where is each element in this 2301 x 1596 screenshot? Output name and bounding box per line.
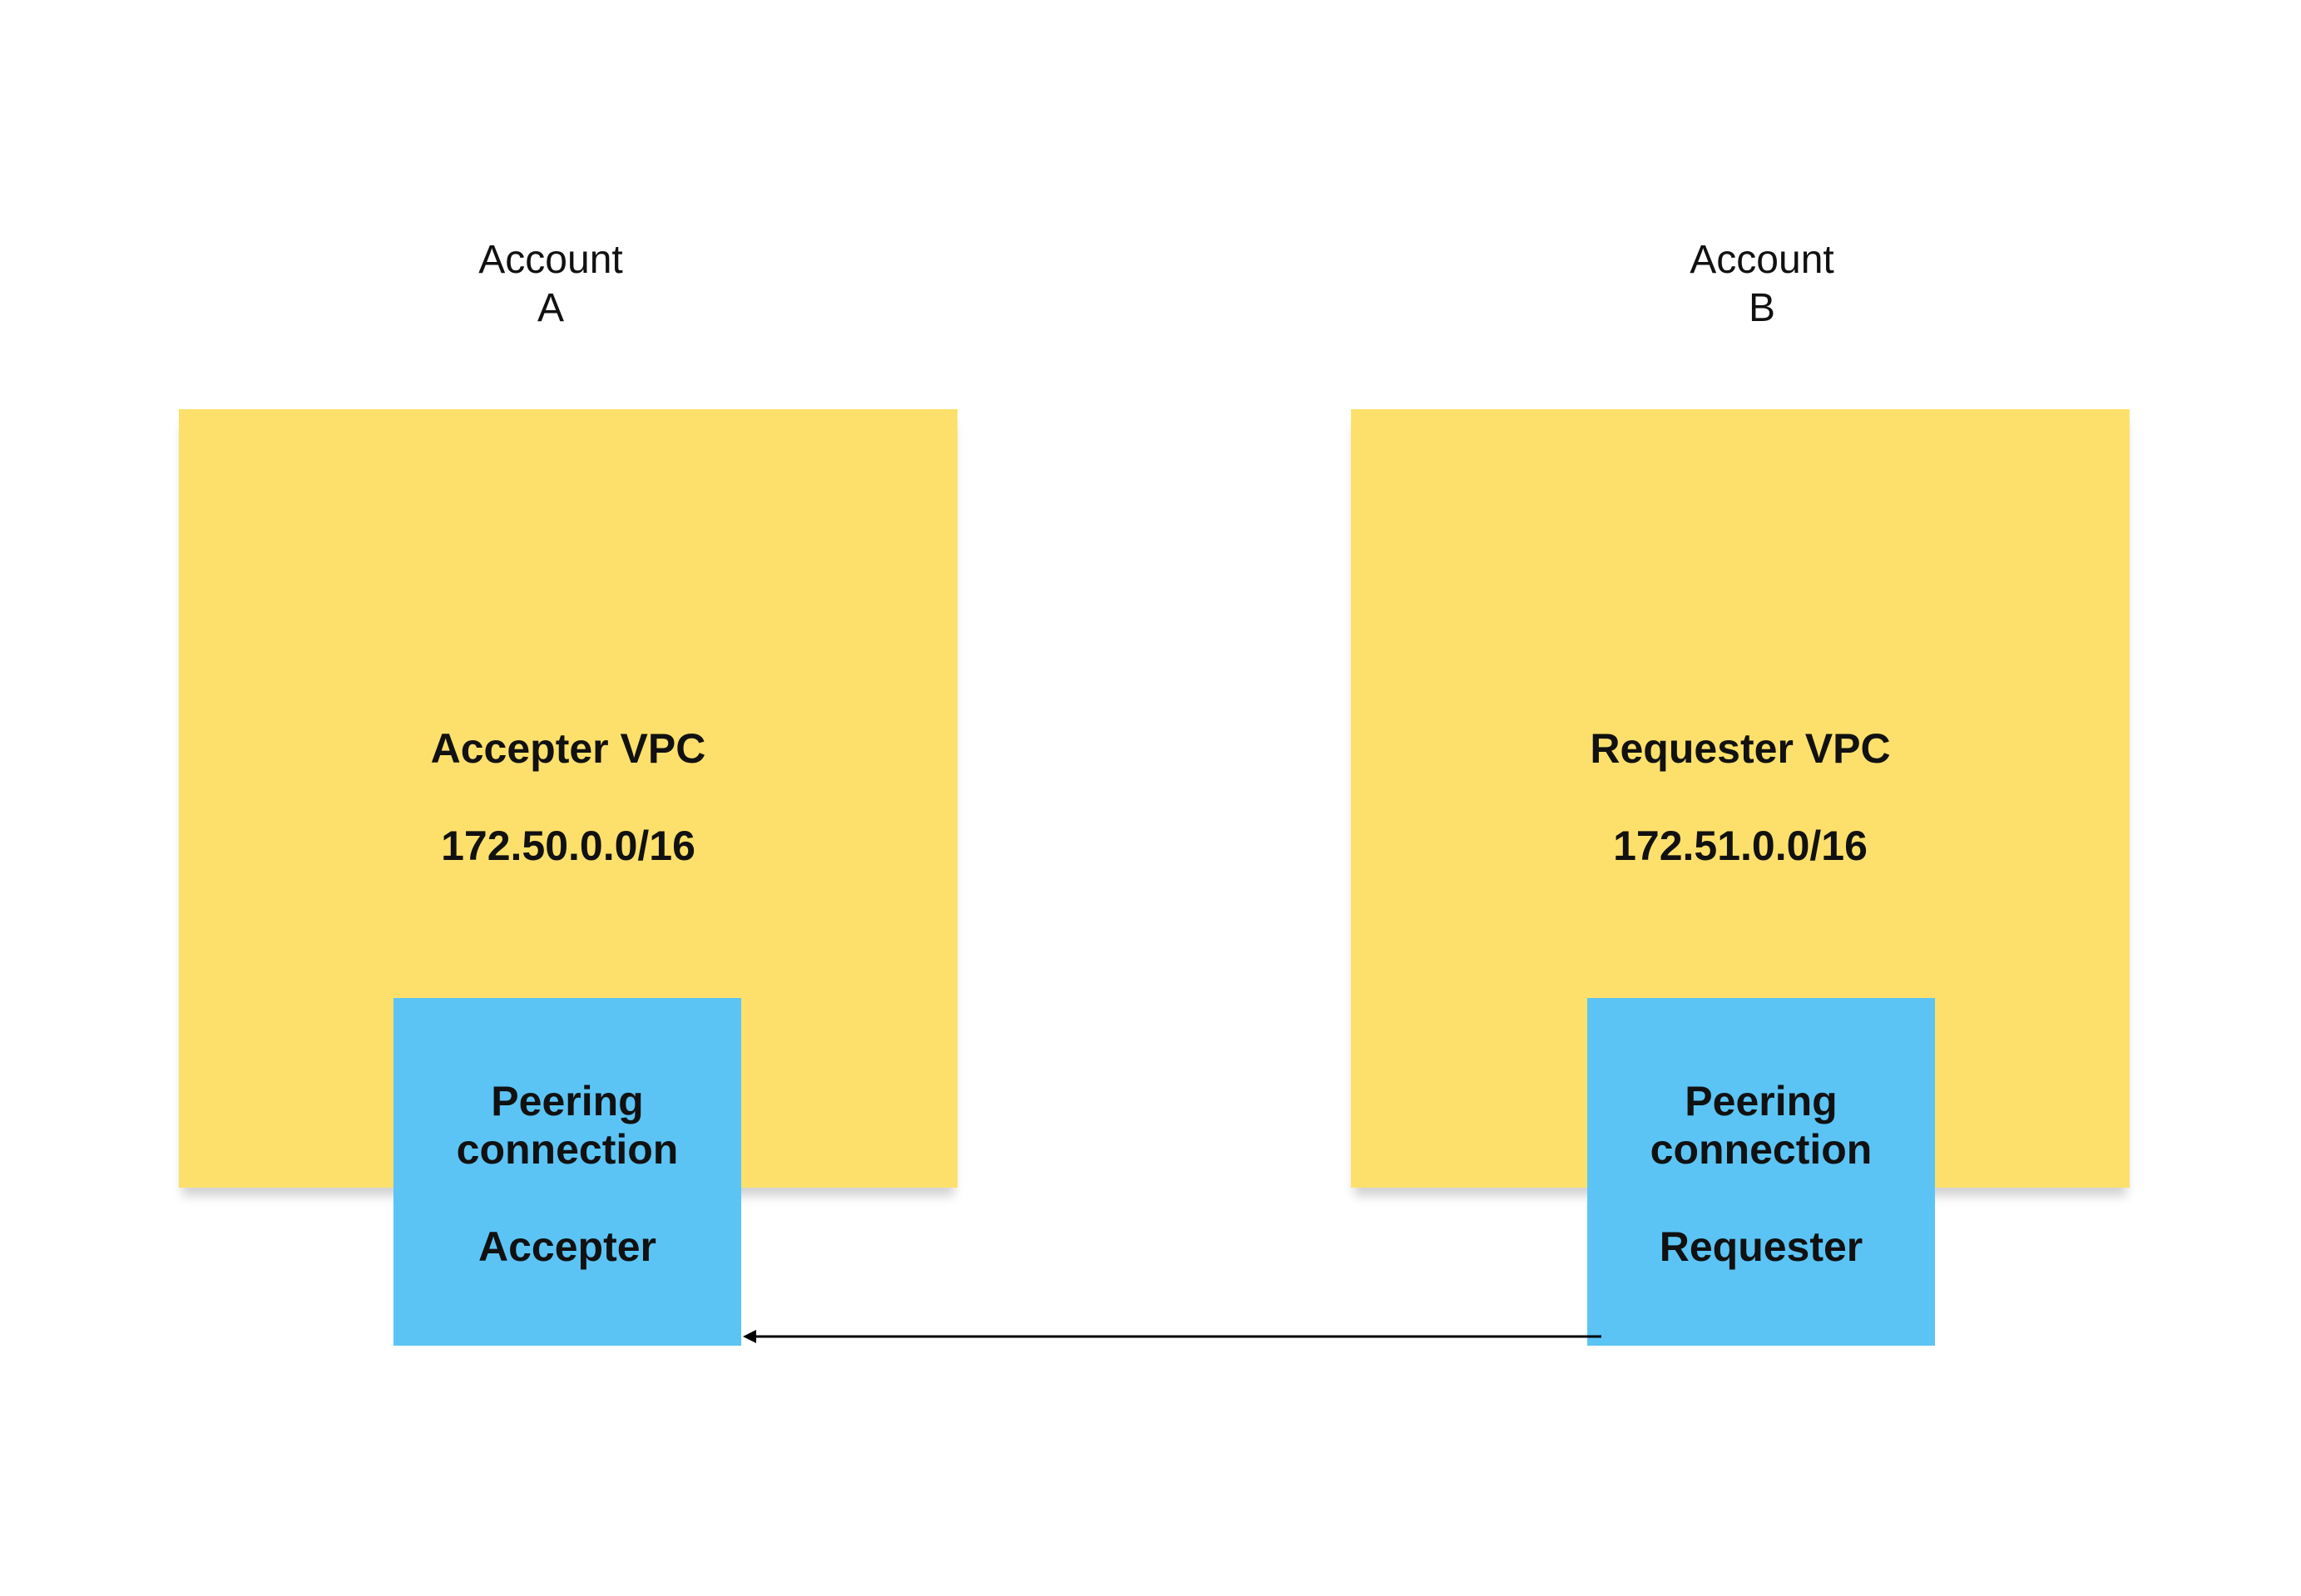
peering-accepter-line2: connection [456, 1126, 679, 1173]
account-b-line2: B [1748, 286, 1775, 330]
account-b-label: Account B [1596, 236, 1928, 333]
peering-requester-role: Requester [1659, 1223, 1863, 1270]
peering-requester-line2: connection [1650, 1126, 1873, 1173]
account-a-line1: Account [478, 238, 623, 282]
peering-requester-line1: Peering [1685, 1078, 1838, 1124]
account-a-label: Account A [384, 236, 717, 333]
accepter-vpc-cidr: 172.50.0.0/16 [441, 823, 695, 869]
peering-requester-box: Peering connection Requester [1587, 998, 1935, 1346]
account-a-line2: A [537, 286, 564, 330]
peering-accepter-line1: Peering [491, 1078, 644, 1124]
peering-accepter-role: Accepter [478, 1223, 656, 1270]
requester-vpc-cidr: 172.51.0.0/16 [1613, 823, 1868, 869]
accepter-vpc-name: Accepter VPC [430, 725, 706, 772]
connector-arrowhead-icon [743, 1330, 756, 1343]
account-b-line1: Account [1690, 238, 1834, 282]
peering-accepter-title: Peering connection [393, 1077, 741, 1174]
peering-requester-title: Peering connection [1587, 1077, 1935, 1174]
peering-accepter-box: Peering connection Accepter [393, 998, 741, 1346]
requester-vpc-name: Requester VPC [1590, 725, 1891, 772]
